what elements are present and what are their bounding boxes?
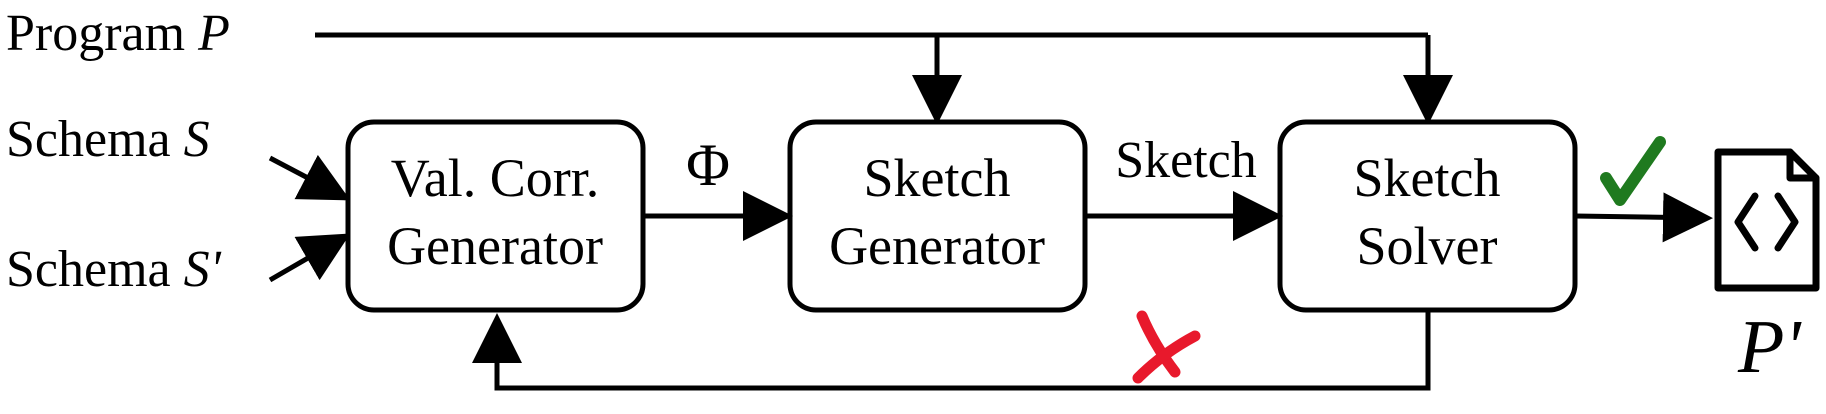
sketch-edge: Sketch bbox=[1085, 132, 1283, 241]
schema-arrows bbox=[268, 154, 351, 283]
sketch-solver-line1: Sketch bbox=[1354, 148, 1501, 208]
val-corr-line1: Val. Corr. bbox=[391, 148, 600, 208]
sketch-generator-line2: Generator bbox=[829, 216, 1045, 276]
schema-s-prime-label: Schema S' bbox=[6, 241, 222, 298]
sketch-edge-label: Sketch bbox=[1115, 132, 1257, 189]
schema-s-label: Schema S bbox=[6, 111, 210, 168]
phi-label: Φ bbox=[686, 132, 730, 198]
val-corr-generator-box: Val. Corr. Generator bbox=[345, 119, 646, 313]
sketch-solver-box: Sketch Solver bbox=[1277, 119, 1578, 313]
output-p-prime-label: P' bbox=[1737, 305, 1802, 389]
program-label: Program P bbox=[6, 5, 230, 62]
program-feed-lines bbox=[315, 32, 1453, 125]
sketch-solver-line2: Solver bbox=[1357, 216, 1498, 276]
code-file-icon bbox=[1714, 148, 1820, 292]
check-icon bbox=[1600, 136, 1666, 206]
feedback-loop bbox=[472, 310, 1431, 391]
val-corr-line2: Generator bbox=[387, 216, 603, 276]
output-arrow bbox=[1574, 192, 1713, 243]
cross-icon bbox=[1132, 310, 1201, 384]
sketch-generator-box: Sketch Generator bbox=[787, 119, 1088, 313]
sketch-generator-line1: Sketch bbox=[864, 148, 1011, 208]
phi-edge: Φ bbox=[643, 132, 793, 241]
